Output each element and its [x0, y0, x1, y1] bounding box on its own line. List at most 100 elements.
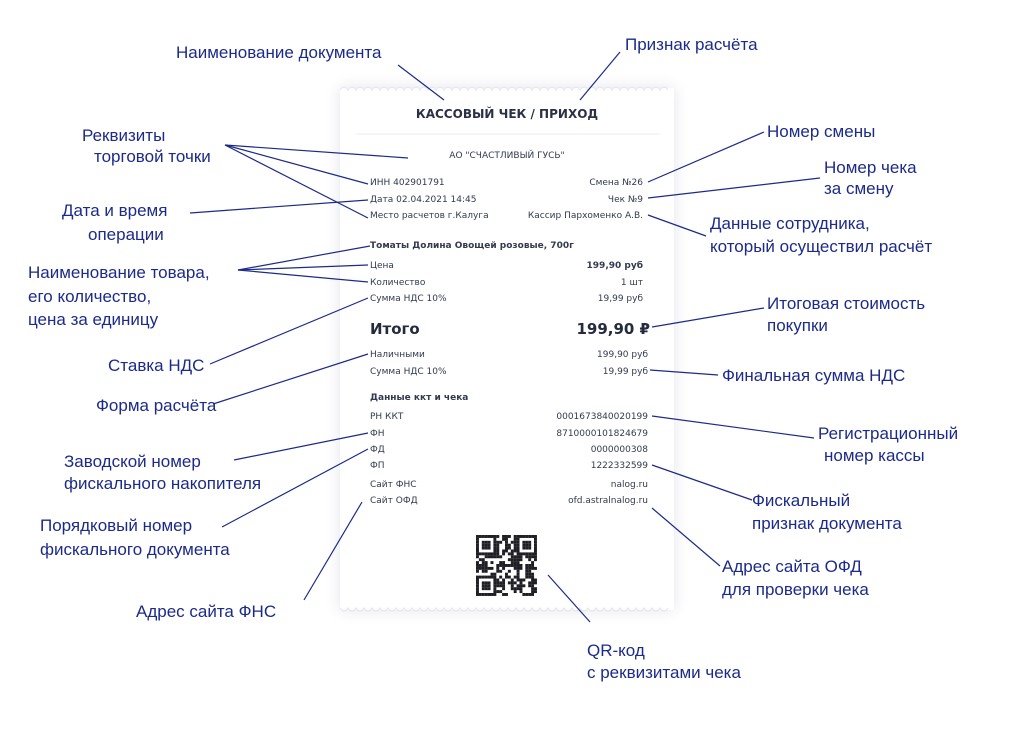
qr-module — [484, 535, 488, 538]
annotation-fiscal-sign-1: Фискальный — [752, 491, 851, 510]
qr-module — [490, 575, 494, 579]
qr-module — [502, 537, 506, 541]
qr-module — [522, 552, 526, 556]
qr-module — [476, 540, 479, 544]
receipt-date: Дата 02.04.2021 14:45 — [370, 195, 477, 205]
qr-module — [528, 581, 532, 585]
qr-module — [476, 549, 479, 553]
receipt-rn-value: 0001673840020199 — [556, 412, 648, 422]
qr-module — [493, 546, 497, 550]
qr-module — [476, 543, 479, 547]
qr-module — [478, 566, 482, 570]
qr-module — [531, 590, 535, 594]
qr-module — [516, 566, 520, 570]
qr-module — [513, 590, 517, 594]
receipt-inn: ИНН 402901791 — [370, 178, 445, 188]
line-calc-sign — [579, 51, 621, 101]
qr-module — [481, 569, 485, 573]
line-shift — [647, 131, 765, 183]
qr-module — [478, 552, 482, 556]
annotation-vat-rate: Ставка НДС — [108, 356, 205, 375]
qr-module — [516, 572, 520, 576]
receipt-fp-label: ФП — [370, 461, 385, 471]
qr-module — [499, 581, 503, 585]
qr-module — [528, 593, 532, 596]
qr-module — [528, 566, 532, 570]
qr-module — [507, 535, 511, 538]
annotation-goods-3: цена за единицу — [28, 310, 159, 329]
receipt-qty-value: 1 шт — [620, 278, 643, 288]
qr-module — [519, 558, 523, 562]
qr-module — [510, 552, 514, 556]
receipt-bottom-edge — [339, 606, 669, 612]
qr-module — [531, 593, 535, 596]
qr-module — [487, 540, 491, 544]
qr-module — [522, 540, 526, 544]
qr-module — [516, 543, 520, 547]
qr-module — [505, 543, 508, 547]
qr-module — [528, 546, 532, 550]
line-pay-form — [212, 353, 369, 405]
receipt-total-value: 199,90 ₽ — [576, 320, 650, 338]
qr-module — [519, 587, 523, 591]
receipt — [340, 88, 674, 610]
qr-module — [476, 575, 479, 579]
qr-module — [531, 575, 535, 579]
receipt-fd-label: ФД — [370, 445, 385, 455]
line-fd-no — [221, 448, 369, 528]
qr-module — [528, 552, 532, 556]
qr-module — [525, 546, 529, 550]
qr-module — [525, 564, 529, 567]
qr-module — [502, 552, 506, 556]
qr-module — [534, 546, 537, 550]
qr-module — [519, 566, 523, 570]
qr-module — [493, 578, 497, 582]
qr-module — [484, 546, 488, 550]
qr-module — [534, 566, 537, 570]
qr-module — [484, 540, 488, 544]
line-total — [651, 307, 765, 328]
qr-module — [525, 535, 529, 538]
qr-module — [525, 540, 529, 544]
qr-module — [487, 575, 491, 579]
qr-module — [531, 587, 535, 591]
receipt-vat2-value: 19,99 руб — [602, 367, 648, 377]
qr-module — [516, 561, 520, 565]
receipt-fd-value: 0000000308 — [590, 445, 648, 455]
qr-module — [476, 593, 479, 596]
qr-module — [505, 572, 508, 576]
qr-module — [476, 552, 479, 556]
annotation-fiscal-sign-2: признак документа — [752, 514, 902, 533]
qr-module — [507, 558, 511, 562]
qr-module — [525, 575, 529, 579]
qr-module — [528, 569, 532, 573]
annotation-fd-no-2: фискального документа — [40, 540, 230, 559]
qr-module — [490, 555, 494, 559]
qr-module — [478, 564, 482, 567]
qr-module — [496, 552, 500, 556]
qr-module — [490, 561, 494, 565]
qr-module — [513, 558, 517, 562]
qr-module — [510, 564, 514, 567]
qr-module — [487, 535, 491, 538]
qr-module — [487, 584, 491, 588]
annotation-shift-no: Номер смены — [767, 122, 876, 141]
qr-module — [493, 593, 497, 596]
qr-module — [496, 581, 500, 585]
receipt-vat2-label: Сумма НДС 10% — [370, 367, 447, 377]
qr-module — [505, 535, 508, 538]
qr-module — [481, 540, 485, 544]
qr-module — [531, 566, 535, 570]
qr-module — [502, 564, 506, 567]
qr-module — [493, 555, 497, 559]
qr-module — [476, 555, 479, 559]
qr-module — [528, 543, 532, 547]
qr-module — [490, 572, 494, 576]
qr-module — [528, 575, 532, 579]
annotation-fd-no-1: Порядковый номер — [40, 516, 193, 535]
qr-module — [505, 593, 508, 596]
qr-module — [490, 593, 494, 596]
qr-module — [522, 584, 526, 588]
qr-module — [525, 569, 529, 573]
